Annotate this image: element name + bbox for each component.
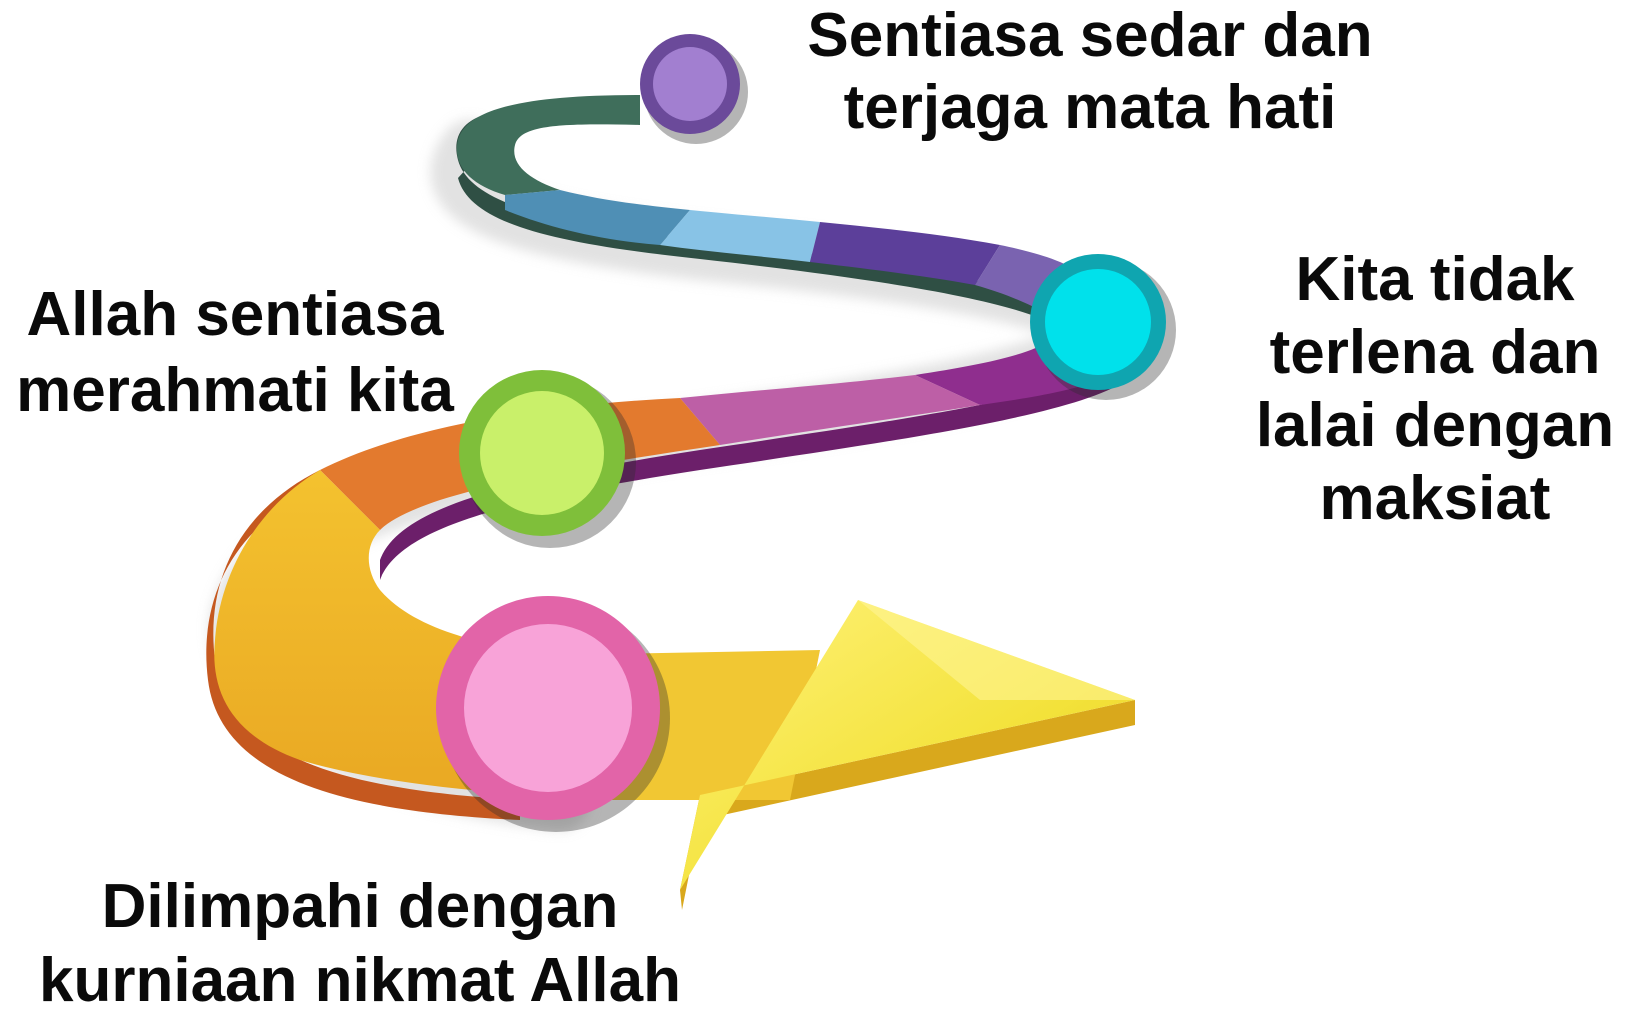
- milestone-label-left: Allah sentiasa merahmati kita: [0, 277, 470, 428]
- milestone-marker-left: [459, 370, 636, 548]
- milestone-label-right-line-1: Kita tidak: [1295, 245, 1575, 314]
- road-segment-magenta: [680, 375, 980, 445]
- milestone-label-bottom-line-1: Dilimpahi dengan: [101, 872, 619, 941]
- road-segment-blue: [505, 190, 690, 245]
- milestone-label-bottom: Dilimpahi dengan kurniaan nikmat Allah: [10, 870, 710, 1019]
- milestone-label-top: Sentiasa sedar dan terjaga mata hati: [790, 0, 1390, 144]
- milestone-label-bottom-line-2: kurniaan nikmat Allah: [39, 946, 681, 1016]
- milestone-label-right-line-3: lalai dengan: [1255, 391, 1615, 461]
- milestone-marker-top: [640, 34, 748, 144]
- milestone-label-right-line-4: maksiat: [1319, 464, 1551, 534]
- milestone-marker-bottom: [436, 596, 670, 832]
- milestone-label-right-line-2: terlena dan: [1269, 318, 1601, 388]
- milestone-label-top-line-1: Sentiasa sedar dan: [807, 1, 1373, 70]
- road-segment-light-blue: [660, 210, 820, 262]
- milestone-label-right: Kita tidak terlena dan lalai dengan maks…: [1240, 243, 1630, 536]
- milestone-label-top-line-2: terjaga mata hati: [843, 72, 1337, 142]
- milestone-marker-right: [1030, 254, 1176, 400]
- road-segment-violet: [810, 222, 1000, 285]
- road-segment-dark-green: [456, 95, 640, 195]
- milestone-label-left-line-2: merahmati kita: [16, 355, 454, 425]
- milestone-label-left-line-1: Allah sentiasa: [26, 280, 444, 349]
- road-top-surface: [214, 95, 1135, 890]
